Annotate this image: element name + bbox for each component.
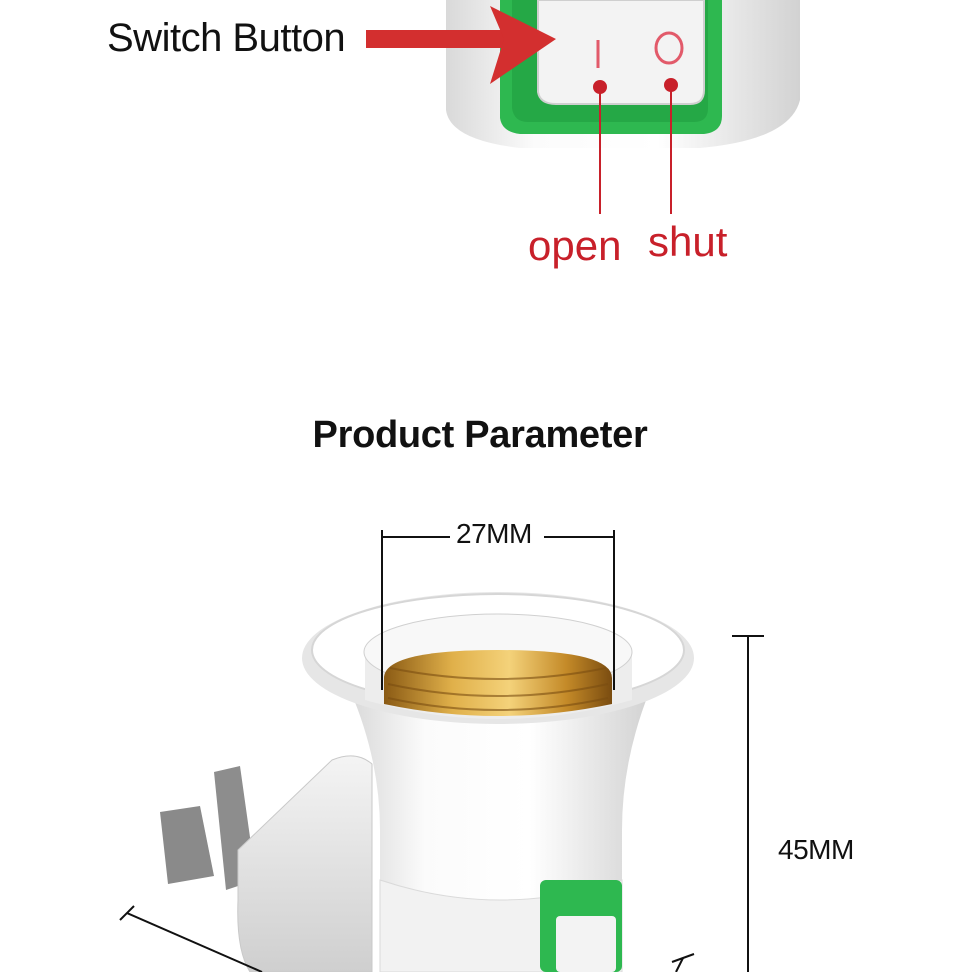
off-symbol-icon — [654, 31, 684, 65]
callout-lines — [593, 78, 678, 214]
dimension-27mm — [381, 530, 615, 690]
open-label: open — [528, 222, 622, 269]
arrow-icon — [366, 6, 556, 84]
height-label: 45MM — [778, 834, 854, 865]
dimension-45mm — [732, 635, 764, 972]
plug-body — [160, 755, 373, 972]
switch-closeup — [366, 0, 800, 214]
parameter-drawing — [119, 530, 764, 972]
rocker-switch — [537, 0, 705, 105]
dimension-depth — [119, 905, 695, 972]
diameter-label: 27MM — [456, 518, 532, 549]
section-title: Product Parameter — [312, 414, 648, 456]
brass-thread — [384, 650, 612, 716]
switch-button-label: Switch Button — [107, 16, 346, 60]
shut-label: shut — [648, 218, 728, 265]
